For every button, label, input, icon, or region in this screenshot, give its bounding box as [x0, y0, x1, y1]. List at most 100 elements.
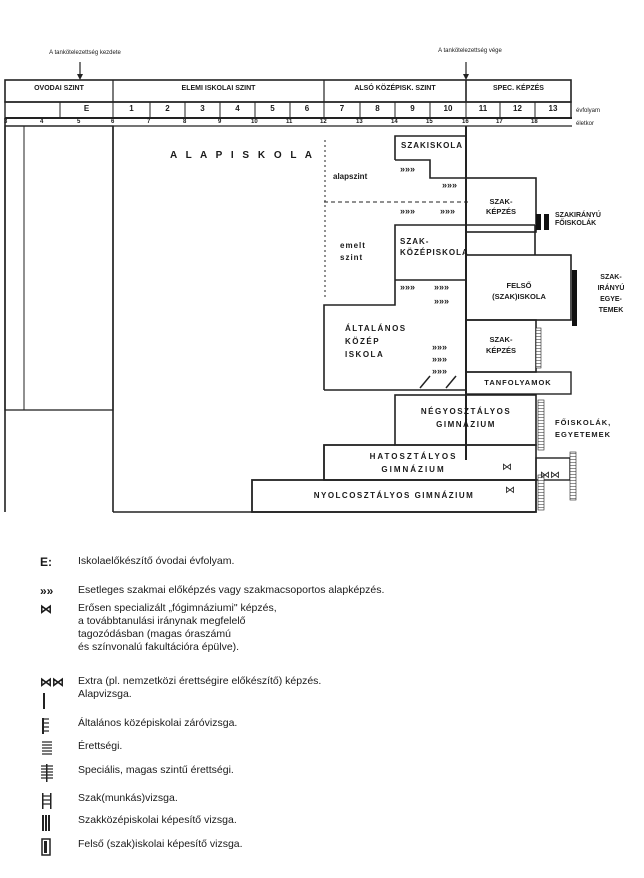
grade-cell: 1 — [129, 104, 134, 113]
legend-item: ⋈⋈ Extra (pl. nemzetközi érettségire elő… — [0, 675, 644, 700]
legend-text: Iskolaelőkészítő óvodai évfolyam. — [78, 555, 235, 567]
svg-text:»»»: »»» — [400, 282, 415, 292]
age-cell: 8 — [183, 119, 187, 125]
grade-cell: 8 — [375, 104, 380, 113]
legend-item: Szakközépiskolai képesítő vizsga. — [0, 814, 644, 834]
svg-text:⋈: ⋈ — [505, 485, 515, 496]
felso-szakiskola-label: FELSŐ (SZAK)ISKOLA — [492, 281, 546, 301]
legend-text: Erősen specializált „fógimnáziumi" képzé… — [78, 602, 277, 653]
grade-row-label: évfolyam — [576, 108, 601, 114]
szakkepzes-label-1: SZAK- KÉPZÉS — [485, 197, 516, 216]
svg-text:»»»: »»» — [432, 354, 447, 364]
start-marker-label: A tankötelezettség kezdete — [49, 50, 121, 56]
age-cell: 11 — [286, 119, 293, 125]
age-cell: 15 — [426, 119, 433, 125]
grade-cell: 3 — [200, 104, 205, 113]
grade-cell: E — [83, 104, 90, 113]
negyosztalyos-gimnazium-label: NÉGYOSZTÁLYOS GIMNÁZIUM — [420, 407, 512, 429]
grade-cell: 10 — [443, 104, 453, 113]
end-marker-label: A tankötelezettség vége — [438, 48, 502, 54]
box-bar-icon — [41, 838, 51, 856]
double-comb-icon — [41, 764, 53, 782]
svg-text:»»»: »»» — [400, 206, 415, 216]
level-ovodai: OVODAI SZINT — [34, 85, 84, 92]
szakkozepiskola-label: SZAK- KÖZÉPISKOLA — [400, 237, 469, 257]
age-cell: 9 — [218, 119, 222, 125]
grade-cell: 5 — [270, 104, 275, 113]
nyolcosztalyos-gimnazium-label: NYOLCOSZTÁLYOS GIMNÁZIUM — [313, 491, 475, 500]
legend-item — [0, 692, 644, 712]
age-cell: 5 — [77, 119, 81, 125]
age-cell: 6 — [111, 119, 115, 125]
vertical-bar-icon — [43, 693, 45, 709]
ladder-icon — [42, 793, 52, 809]
szakiranyu-foiskolak-label: SZAKIRÁNYÚ FŐISKOLÁK — [555, 212, 601, 227]
legend-text: Általános középiskolai záróvizsga. — [78, 717, 238, 729]
age-cell: 12 — [320, 119, 327, 125]
alapiskola-label: A L A P I S K O L A — [170, 150, 315, 161]
bowtie-icon: ⋈ — [40, 602, 52, 616]
svg-text:»»»: »»» — [434, 296, 449, 306]
age-cell: 3 — [4, 119, 8, 125]
foiskolak-egyetemek-label: FŐISKOLÁK, EGYETEMEK — [555, 418, 612, 439]
szakkepzes-label-2: SZAK- KÉPZÉS — [485, 335, 516, 355]
level-elemi: ELEMI ISKOLAI SZINT — [181, 85, 256, 92]
age-cell: 18 — [531, 119, 538, 125]
svg-text:»»»: »»» — [432, 342, 447, 352]
level-spec: SPEC. KÉPZÉS — [493, 85, 544, 92]
grade-cell: 11 — [478, 104, 488, 113]
age-cell: 10 — [251, 119, 258, 125]
grade-cell: 4 — [235, 104, 240, 113]
svg-text:⋈⋈: ⋈⋈ — [540, 470, 560, 481]
svg-text:»»»: »»» — [400, 164, 415, 174]
e-letter-icon: E: — [40, 555, 52, 569]
tanfolyamok-label: TANFOLYAMOK — [484, 378, 552, 387]
legend-item: Szak(munkás)vizsga. — [0, 792, 644, 812]
grade-cell: 2 — [165, 104, 170, 113]
svg-text:»»»: »»» — [432, 366, 447, 376]
szakiranyu-egyetemek-label: SZAK- IRÁNYÚ EGYE- TEMEK — [597, 274, 625, 314]
age-cell: 13 — [356, 119, 363, 125]
legend-item: Felső (szak)iskolai képesítő vizsga. — [0, 838, 644, 858]
szakiskola-label: SZAKISKOLA — [401, 141, 463, 150]
legend-item: ⋈ Erősen specializált „fógimnáziumi" kép… — [0, 602, 644, 653]
legend-item: »» Esetleges szakmai előképzés vagy szak… — [0, 584, 644, 604]
grade-cell: 13 — [548, 104, 558, 113]
age-cell: 4 — [40, 119, 44, 125]
age-cell: 17 — [496, 119, 503, 125]
legend-item: Speciális, magas szintű érettségi. — [0, 764, 644, 784]
legend-text: Felső (szak)iskolai képesítő vizsga. — [78, 838, 243, 850]
legend-text: Esetleges szakmai előképzés vagy szakmac… — [78, 584, 385, 596]
double-bowtie-icon: ⋈⋈ — [40, 675, 64, 689]
thick-bars-icon — [42, 815, 50, 831]
legend-text: Szakközépiskolai képesítő vizsga. — [78, 814, 237, 826]
grade-cell: 12 — [513, 104, 522, 113]
legend-text: Szak(munkás)vizsga. — [78, 792, 178, 804]
comb-icon — [42, 741, 52, 755]
age-cell: 16 — [462, 119, 469, 125]
hatosztalyos-gimnazium-label: HATOSZTÁLYOS GIMNÁZIUM — [369, 452, 458, 474]
legend-item: E: Iskolaelőkészítő óvodai évfolyam. — [0, 555, 644, 575]
svg-text:»»»: »»» — [442, 180, 457, 190]
chevrons-icon: »» — [40, 584, 54, 598]
legend-item: Általános középiskolai záróvizsga. — [0, 717, 644, 737]
altalanos-kozepiskola-label: ÁLTALÁNOS KÖZÉP ISKOLA — [345, 324, 407, 359]
svg-text:»»»: »»» — [434, 282, 449, 292]
age-cell: 7 — [147, 119, 151, 125]
svg-text:⋈: ⋈ — [502, 462, 512, 473]
svg-text:»»»: »»» — [440, 206, 455, 216]
legend-text: Speciális, magas szintű érettségi. — [78, 764, 234, 776]
legend-text: Extra (pl. nemzetközi érettségire előkés… — [78, 675, 322, 700]
emelt-szint-label: emelt szint — [340, 241, 366, 262]
legend-text: Érettségi. — [78, 740, 123, 752]
grade-cell: 6 — [304, 104, 310, 113]
school-system-diagram: »»» »»» »»» »»» »»» »»» »»» »»» »»» »»» … — [4, 48, 625, 513]
diagram-lines: »»» »»» »»» »»» »»» »»» »»» »»» »»» »»» … — [4, 62, 577, 513]
grade-cell: 7 — [339, 104, 345, 113]
level-also-kozep: ALSÓ KÖZÉPISK. SZINT — [354, 85, 436, 92]
age-row-label: életkor — [576, 121, 595, 127]
bracket-comb-icon — [42, 718, 49, 734]
age-cell: 14 — [391, 119, 398, 125]
legend-item: Érettségi. — [0, 740, 644, 760]
grade-cell: 9 — [410, 104, 415, 113]
